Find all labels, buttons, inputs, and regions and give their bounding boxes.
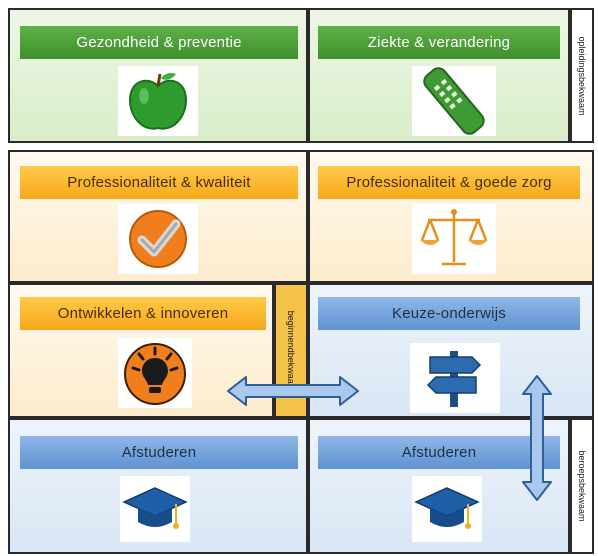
block-keuze-title: Keuze-onderwijs [318,297,580,330]
side-label-bottom: beroepsbekwaam [570,418,594,554]
block-afstuderen-right-title: Afstuderen [318,436,560,469]
block-professionaliteit-kwaliteit-title: Professionaliteit & kwaliteit [20,166,298,199]
remote-control-icon [412,66,496,136]
checkmark-icon [118,204,198,274]
graduation-cap-icon [412,476,482,542]
horizontal-double-arrow [227,376,359,406]
block-ziekte-title: Ziekte & verandering [318,26,560,59]
side-label-bottom-text: beroepsbekwaam [577,450,587,522]
graduation-cap-icon [120,476,190,542]
signpost-icon [410,343,500,413]
apple-icon [118,66,198,136]
block-ontwikkelen-title: Ontwikkelen & innoveren [20,297,266,330]
vertical-double-arrow [522,375,552,501]
scales-icon [412,204,496,274]
side-label-top: opleidingsbekwaam [570,8,594,143]
block-afstuderen-left-title: Afstuderen [20,436,298,469]
block-gezondheid-title: Gezondheid & preventie [20,26,298,59]
block-professionaliteit-zorg-title: Professionaliteit & goede zorg [318,166,580,199]
side-label-top-text: opleidingsbekwaam [577,35,587,116]
lightbulb-icon [118,338,192,408]
